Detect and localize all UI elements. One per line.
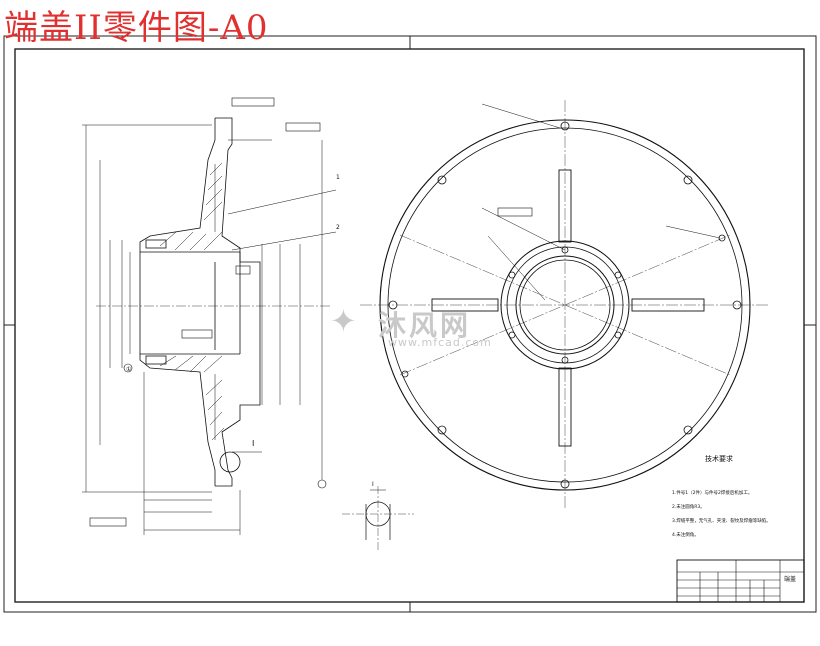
mf-logo-icon: ✦ (330, 302, 357, 340)
front-view (360, 100, 770, 510)
watermark-brand: 沐风网 (378, 309, 472, 342)
watermark-url: www.mfcad.com (388, 336, 492, 349)
detail-marker: I (252, 439, 254, 448)
tech-requirement-line: 1.件号1（2件）与件号2焊接后机加工。 (672, 491, 753, 496)
section-hatching (159, 162, 225, 441)
datum-circle (123, 363, 133, 373)
front-view-holes (388, 121, 742, 489)
detail-view-label: I (372, 481, 374, 488)
watermark: ✦ 沐风网 www.mfcad.com (330, 302, 500, 349)
tech-requirement-line: 3.焊缝平整，无气孔、夹渣、裂纹及焊瘤等缺陷。 (672, 519, 771, 524)
drawing-title: 端盖II零件图-A0 (4, 8, 269, 48)
title-block (676, 559, 805, 603)
part-label-2: 2 (336, 224, 340, 231)
tech-requirement-line: 4.未注倒角。 (672, 533, 699, 538)
detail-view-i (342, 486, 414, 550)
section-view (82, 117, 337, 535)
part-label-1: 1 (336, 174, 340, 181)
datum-circle-right (317, 479, 327, 489)
title-block-name: 端盖 (784, 575, 796, 583)
front-view-gdt (497, 207, 533, 217)
tech-requirements-title: 技术要求 (705, 455, 733, 463)
gdt-frames (89, 97, 321, 527)
tech-requirement-line: 2.未注圆角R3。 (672, 505, 705, 510)
datum-label: ① (126, 366, 131, 373)
